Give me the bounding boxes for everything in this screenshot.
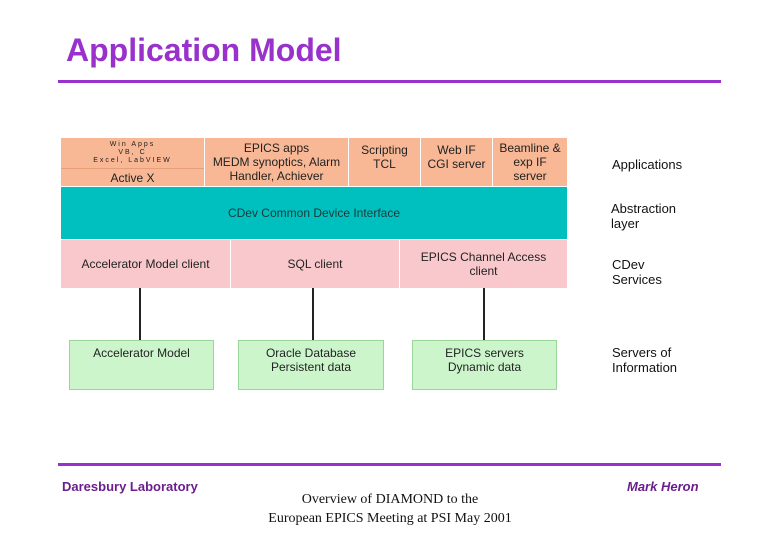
accelerator-client-label: Accelerator Model client bbox=[81, 257, 210, 271]
activex-box: Active X bbox=[61, 168, 204, 186]
scripting-line2: TCL bbox=[373, 157, 396, 171]
footer-author: Mark Heron bbox=[627, 479, 699, 494]
layer-cdev-line1: CDev bbox=[612, 257, 645, 272]
epics-apps-line1: EPICS apps bbox=[243, 141, 310, 155]
oracle-db-line2: Persistent data bbox=[270, 360, 352, 374]
oracle-db-box: Oracle Database Persistent data bbox=[238, 340, 384, 390]
layer-cdev-line2: Services bbox=[612, 272, 662, 287]
layer-applications-label: Applications bbox=[612, 157, 683, 172]
footer-center-line1: Overview of DIAMOND to the bbox=[301, 492, 479, 507]
layer-cdev: CDev Services bbox=[612, 257, 662, 287]
connector-accelerator bbox=[139, 288, 141, 340]
cdev-interface-label: CDev Common Device Interface bbox=[227, 206, 401, 220]
layer-applications: Applications bbox=[612, 157, 682, 172]
scripting-line1: Scripting bbox=[361, 143, 408, 157]
web-if-line1: Web IF bbox=[437, 143, 476, 157]
epics-apps-line2: MEDM synoptics, Alarm bbox=[212, 155, 341, 169]
layer-servers-line1: Servers of bbox=[612, 345, 672, 360]
epics-servers-line2: Dynamic data bbox=[447, 360, 522, 374]
sql-client-box: SQL client bbox=[231, 240, 399, 288]
win-apps-line1: Win Apps bbox=[109, 141, 156, 148]
win-apps-line3: Excel, LabVIEW bbox=[93, 157, 172, 164]
beamline-line1: Beamline & bbox=[499, 141, 561, 155]
footer-organization: Daresbury Laboratory bbox=[62, 479, 198, 494]
layer-abstraction: Abstraction layer bbox=[611, 201, 676, 231]
page-title: Application Model bbox=[66, 32, 342, 68]
layer-abstraction-line2: layer bbox=[611, 216, 640, 231]
scripting-box: Scripting TCL bbox=[349, 138, 420, 186]
accelerator-client-box: Accelerator Model client bbox=[61, 240, 230, 288]
cdev-interface-box: CDev Common Device Interface bbox=[61, 187, 567, 239]
title-rule bbox=[58, 80, 721, 83]
channel-access-line1: EPICS Channel Access bbox=[420, 250, 547, 264]
oracle-db-line1: Oracle Database bbox=[265, 346, 357, 360]
footer-presentation-info: Overview of DIAMOND to the European EPIC… bbox=[230, 490, 550, 528]
layer-abstraction-line1: Abstraction bbox=[611, 201, 677, 216]
connector-sql bbox=[312, 288, 314, 340]
layer-servers: Servers of Information bbox=[612, 345, 677, 375]
accelerator-model-box: Accelerator Model bbox=[69, 340, 214, 390]
epics-servers-line1: EPICS servers bbox=[445, 346, 524, 360]
epics-apps-line3: Handler, Achiever bbox=[229, 169, 324, 183]
channel-access-client-box: EPICS Channel Access client bbox=[400, 240, 567, 288]
epics-servers-box: EPICS servers Dynamic data bbox=[412, 340, 557, 390]
connector-epics bbox=[483, 288, 485, 340]
win-apps-box: Win Apps VB, C Excel, LabVIEW bbox=[61, 138, 204, 168]
win-apps-line2: VB, C bbox=[118, 149, 147, 156]
activex-label: Active X bbox=[110, 170, 155, 185]
web-if-box: Web IF CGI server bbox=[421, 138, 492, 186]
channel-access-line2: client bbox=[469, 264, 498, 278]
epics-apps-box: EPICS apps MEDM synoptics, Alarm Handler… bbox=[205, 138, 348, 186]
web-if-line2: CGI server bbox=[427, 157, 486, 171]
footer-center-line2: European EPICS Meeting at PSI May 2001 bbox=[268, 511, 512, 526]
beamline-box: Beamline & exp IF server bbox=[493, 138, 567, 186]
layer-servers-line2: Information bbox=[612, 360, 678, 375]
beamline-line2: exp IF bbox=[513, 155, 547, 169]
accelerator-model-label: Accelerator Model bbox=[93, 346, 190, 360]
sql-client-label: SQL client bbox=[287, 257, 343, 271]
beamline-line3: server bbox=[513, 169, 547, 183]
footer-rule bbox=[58, 463, 721, 466]
